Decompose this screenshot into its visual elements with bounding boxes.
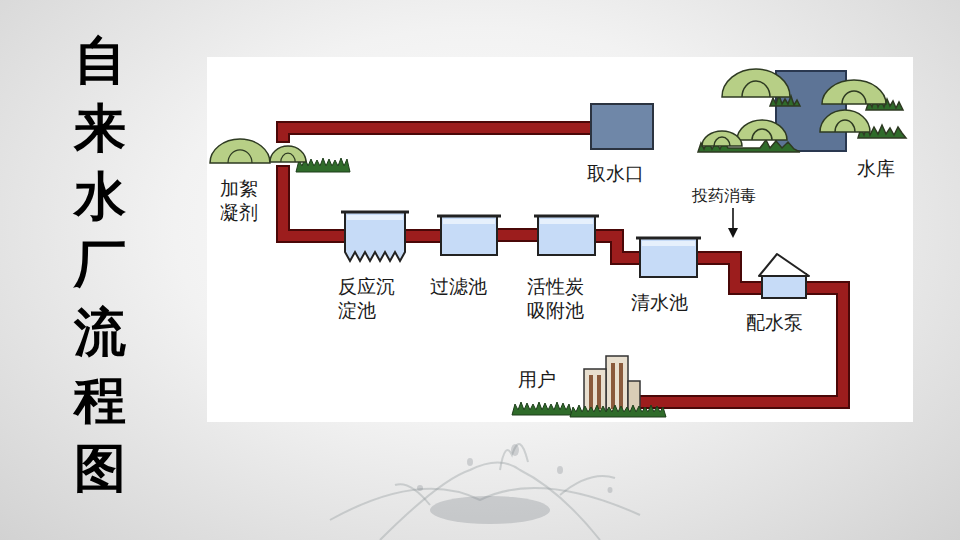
pipe-outline — [596, 236, 639, 258]
pipe-outline — [498, 228, 537, 242]
pipe-fill — [283, 128, 590, 136]
carbon-tank: 活性炭吸附池 — [537, 214, 596, 256]
pipe-outline — [283, 172, 344, 236]
tank-shape — [537, 214, 596, 256]
water-pipe — [283, 172, 344, 236]
node-label: 反应沉淀池 — [338, 274, 400, 322]
node-label: 清水池 — [631, 290, 711, 314]
node-label: 过滤池 — [430, 274, 510, 298]
pipe-fill — [698, 258, 758, 288]
node-label: 配水泵 — [746, 310, 826, 334]
reservoir-trees — [698, 69, 906, 152]
water-pipe — [698, 258, 758, 288]
dosing-arrow — [728, 208, 738, 238]
reservoir-box: 水库 — [775, 70, 847, 152]
pipe-fill — [596, 236, 639, 258]
buildings-shape — [576, 355, 640, 415]
pump-house: 配水泵 — [758, 252, 810, 300]
node-label: 加絮凝剂 — [220, 176, 264, 224]
water-pipe — [596, 236, 639, 258]
node-label: 用户 — [518, 367, 562, 391]
node-label: 取水口 — [587, 161, 662, 185]
pipe-outline — [406, 229, 440, 243]
tank-jag-shape — [344, 210, 406, 262]
tank-shape — [440, 214, 498, 256]
pipe-outline — [698, 258, 758, 288]
annotation-label: 投药消毒 — [692, 186, 756, 206]
intake-box: 取水口 — [590, 103, 654, 150]
node-label: 水库 — [857, 156, 907, 180]
water-pipe — [498, 235, 537, 236]
tank-shape — [639, 236, 698, 278]
filter-tank: 过滤池 — [440, 214, 498, 256]
slide-title: 自来水厂流程图 — [70, 26, 130, 502]
pipe-fill — [498, 230, 537, 240]
settling-tank: 反应沉淀池 — [344, 210, 406, 262]
intake-shape — [590, 103, 654, 150]
coagulant-hill: 加絮凝剂 — [212, 136, 302, 172]
pipe-outline — [283, 128, 590, 136]
node-label: 活性炭吸附池 — [527, 274, 589, 322]
clear-water-tank: 清水池 — [639, 236, 698, 278]
pipe-fill — [283, 172, 344, 236]
pump-shape — [758, 252, 810, 300]
water-pipe — [283, 128, 590, 136]
hill-shape — [212, 136, 302, 172]
pipe-fill — [406, 231, 440, 241]
user-buildings: 用户 — [576, 355, 640, 415]
reservoir-shape — [775, 70, 847, 152]
water-pipe — [406, 236, 440, 237]
